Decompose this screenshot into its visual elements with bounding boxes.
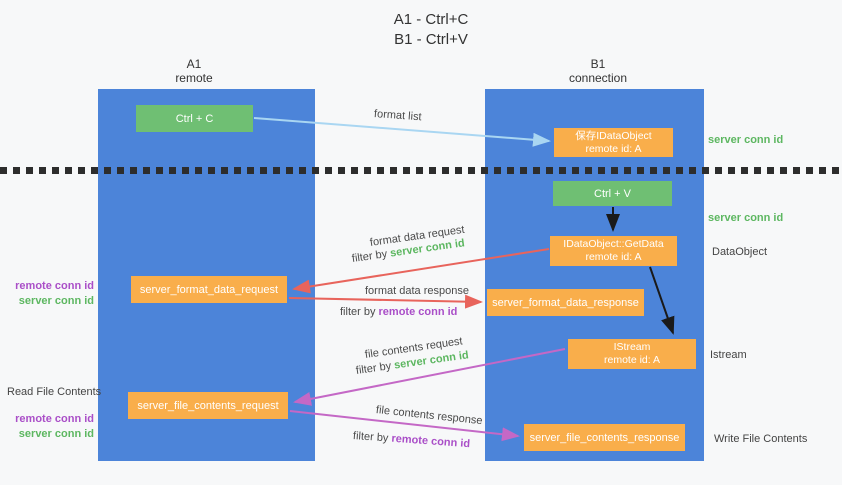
node-getdata-line1: IDataObject::GetData <box>563 238 664 250</box>
node-istream-line2: remote id: A <box>603 354 661 366</box>
node-ctrl-c: Ctrl + C <box>136 105 253 132</box>
lane-header-a1: A1 remote <box>134 57 254 85</box>
node-file-response-label: server_file_contents_response <box>529 431 680 444</box>
title-line-2: B1 - Ctrl+V <box>394 31 468 48</box>
node-istream: IStream remote id: A <box>568 339 696 369</box>
filter-by-text: filter by <box>340 306 376 318</box>
remote-conn-id-annotation: remote conn id <box>15 280 94 292</box>
istream-annotation: Istream <box>710 349 747 361</box>
filter-by-text: filter by <box>355 360 392 377</box>
dotted-divider <box>0 167 842 174</box>
node-save-idataobject-line1: 保存IDataObject <box>575 129 652 142</box>
remote-conn-id-text: remote conn id <box>378 306 458 318</box>
node-file-request-label: server_file_contents_request <box>137 399 279 412</box>
format-data-response-label: format data response <box>365 285 469 297</box>
left-conn-id-annotations-bottom: remote conn id server conn id <box>0 412 94 441</box>
node-save-idataobject: 保存IDataObject remote id: A <box>554 128 673 157</box>
file-contents-response-filter: filter by remote conn id <box>353 430 471 450</box>
left-conn-id-annotations-top: remote conn id server conn id <box>0 279 94 308</box>
node-server-format-data-response: server_format_data_response <box>487 289 644 316</box>
write-file-contents-annotation: Write File Contents <box>714 433 808 445</box>
read-file-contents-annotation: Read File Contents <box>7 386 102 398</box>
lane-header-b1: B1 connection <box>538 57 658 85</box>
filter-by-text: filter by <box>351 248 388 265</box>
lane-b1-name: B1 <box>590 57 606 71</box>
lane-a1-name: A1 <box>186 57 202 71</box>
node-ctrl-v-label: Ctrl + V <box>594 187 631 200</box>
filter-by-text: filter by <box>352 430 389 445</box>
format-data-response-arrow <box>288 294 483 309</box>
node-server-format-data-request: server_format_data_request <box>131 276 287 303</box>
format-list-label: format list <box>373 108 422 124</box>
server-conn-id-annotation-top: server conn id <box>708 134 784 146</box>
node-idataobject-getdata: IDataObject::GetData remote id: A <box>550 236 677 266</box>
node-istream-line1: IStream <box>613 341 651 353</box>
lane-a1-subtitle: remote <box>175 71 213 85</box>
node-getdata-line2: remote id: A <box>585 251 642 263</box>
server-conn-id-annotation: server conn id <box>18 294 94 307</box>
node-format-response-label: server_format_data_response <box>492 296 639 309</box>
server-conn-id-annotation-mid: server conn id <box>708 212 784 224</box>
node-ctrl-v: Ctrl + V <box>553 181 672 206</box>
node-server-file-contents-response: server_file_contents_response <box>524 424 685 451</box>
file-contents-response-label: file contents response <box>375 404 484 428</box>
remote-conn-id-annotation: remote conn id <box>15 413 94 425</box>
node-server-file-contents-request: server_file_contents_request <box>128 392 288 419</box>
format-data-response-filter: filter by remote conn id <box>340 306 457 318</box>
remote-conn-id-text: remote conn id <box>391 432 471 451</box>
title-line-1: A1 - Ctrl+C <box>393 11 469 28</box>
node-format-request-label: server_format_data_request <box>139 283 279 296</box>
dataobject-annotation: DataObject <box>712 246 768 258</box>
server-conn-id-annotation: server conn id <box>18 427 94 440</box>
node-ctrl-c-label: Ctrl + C <box>175 112 214 125</box>
lane-b1-subtitle: connection <box>568 71 628 85</box>
diagram-title: A1 - Ctrl+C B1 - Ctrl+V <box>21 10 841 50</box>
node-save-idataobject-line2: remote id: A <box>585 142 642 155</box>
